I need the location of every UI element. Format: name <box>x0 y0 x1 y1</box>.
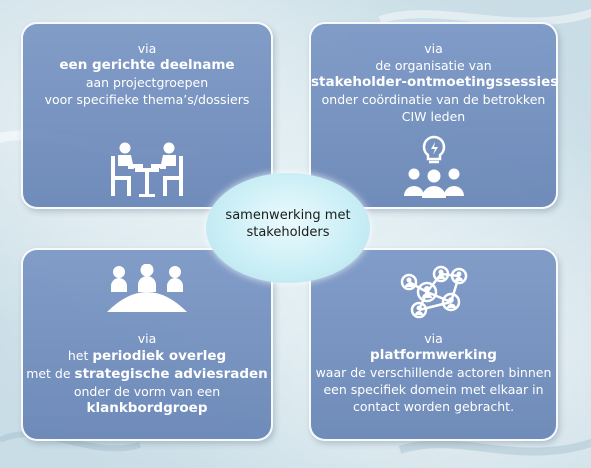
card-periodiek-overleg: via het periodiek overleg met de strateg… <box>21 248 273 441</box>
center-label-line: stakeholders <box>246 225 330 240</box>
card-line: onder de vorm van een <box>73 384 221 399</box>
card-line-bold: platformwerking <box>370 347 497 363</box>
card-line-bold: strategische adviesraden <box>74 366 268 382</box>
card-gerichte-deelname: via een gerichte deelname aan projectgro… <box>21 22 273 209</box>
card-line: een specifiek domein met elkaar in <box>323 382 544 397</box>
card-line: onder coördinatie van de betrokken <box>321 92 546 107</box>
card-line: waar de verschillende actoren binnen <box>315 365 552 380</box>
card-line: voor specifieke thema’s/dossiers <box>44 92 250 107</box>
card-line: contact worden gebracht. <box>352 399 515 414</box>
card-line-segment: met de <box>26 366 75 381</box>
card-text: via de organisatie van stakeholder-ontmo… <box>311 40 559 125</box>
card-text: via een gerichte deelname aan projectgro… <box>23 40 271 108</box>
card-line-bold: periodiek overleg <box>92 348 227 364</box>
card-line: via <box>137 41 157 56</box>
meeting-table-icon <box>111 142 183 197</box>
card-stakeholder-ontmoetingssessies: via de organisatie van stakeholder-ontmo… <box>309 22 558 209</box>
card-text: via platformwerking waar de verschillend… <box>311 330 556 415</box>
idea-group-icon <box>404 135 464 198</box>
card-line: via <box>424 331 443 346</box>
center-ellipse: samenwerking met stakeholders <box>206 173 370 283</box>
card-line: via <box>424 41 443 56</box>
card-line-bold: stakeholder-ontmoetingssessies <box>311 74 559 90</box>
card-line: CIW leden <box>401 109 466 124</box>
card-line: met de strategische adviesraden <box>23 365 271 383</box>
card-line: via <box>137 331 157 346</box>
card-line-bold: een gerichte deelname <box>59 57 235 73</box>
card-line-segment: het <box>67 348 93 363</box>
center-label: samenwerking met stakeholders <box>206 207 370 241</box>
card-line: het periodiek overleg <box>23 347 271 365</box>
round-table-icon <box>107 264 187 312</box>
network-icon <box>400 265 468 319</box>
card-line-bold: klankbordgroep <box>86 400 208 416</box>
card-text: via het periodiek overleg met de strateg… <box>23 330 271 417</box>
card-line: de organisatie van <box>375 58 492 73</box>
card-line: aan projectgroepen <box>85 75 209 90</box>
center-label-line: samenwerking met <box>225 208 351 223</box>
card-platformwerking: via platformwerking waar de verschillend… <box>309 248 558 441</box>
